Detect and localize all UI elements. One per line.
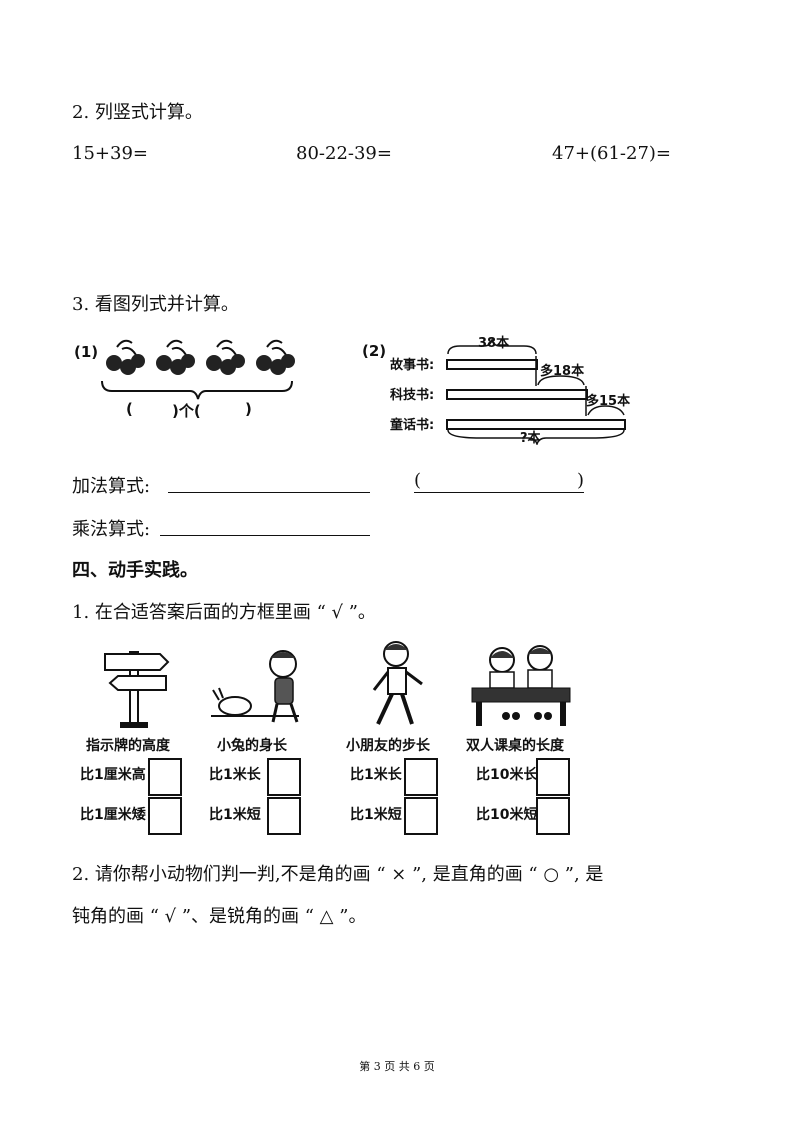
- caption-signpost: 指示牌的高度: [86, 738, 170, 754]
- q3-part1-label: (1): [74, 343, 99, 361]
- checkbox-shorter-1cm[interactable]: [148, 797, 182, 835]
- checkbox-longer-10m[interactable]: [536, 758, 570, 796]
- diff-label-15: 多15本: [586, 394, 631, 409]
- option-shorter-1m-step: 比1米短: [350, 807, 402, 823]
- cherry-icon-2: [156, 339, 195, 375]
- q2-problem-2: 80-22-39=: [296, 143, 392, 164]
- caption-rabbit: 小兔的身长: [217, 738, 287, 754]
- row-label-science: 科技书:: [390, 388, 435, 403]
- checkbox-shorter-1m-rabbit[interactable]: [267, 797, 301, 835]
- addition-answer-line[interactable]: [168, 492, 370, 493]
- checkbox-shorter-10m[interactable]: [536, 797, 570, 835]
- item-desk: 双人课桌的长度 比10米长 比10米短: [466, 640, 606, 835]
- signpost-icon: [104, 651, 170, 728]
- multiplication-label: 乘法算式:: [72, 519, 151, 540]
- q2-problem-3: 47+(61-27)=: [552, 143, 672, 164]
- q2-heading: 2. 列竖式计算。: [72, 102, 203, 123]
- diff-label-18: 多18本: [540, 364, 585, 379]
- bar-science: [446, 389, 588, 400]
- checkbox-shorter-1m-step[interactable]: [404, 797, 438, 835]
- cherries-illustration: [101, 339, 295, 400]
- row-label-story: 故事书:: [390, 358, 435, 373]
- question-label: ?本: [520, 431, 541, 446]
- unit-answer-line[interactable]: ( ): [414, 470, 584, 493]
- blank-middle: )个(: [172, 402, 201, 420]
- option-longer-10m: 比10米长: [476, 767, 538, 783]
- item-signpost: 指示牌的高度 比1厘米高 比1厘米矮: [80, 640, 200, 835]
- option-shorter-1cm: 比1厘米矮: [80, 807, 146, 823]
- q2-problem-1: 15+39=: [72, 143, 148, 164]
- option-longer-1m-step: 比1米长: [350, 767, 402, 783]
- section4-heading: 四、动手实践。: [72, 560, 198, 581]
- q4-2-line2: 钝角的画 “ √ ”、是锐角的画 “ △ ”。: [72, 906, 367, 927]
- diff-label-38: 38本: [478, 336, 510, 351]
- rabbit-and-child-icon: [211, 650, 299, 723]
- item-child-step: 小朋友的步长 比1米长 比1米短: [344, 640, 464, 835]
- checkbox-longer-1m-step[interactable]: [404, 758, 438, 796]
- blank-left-paren: (: [126, 400, 133, 418]
- checkbox-taller-1cm[interactable]: [148, 758, 182, 796]
- q4-2-line1: 2. 请你帮小动物们判一判,不是角的画 “ × ”, 是直角的画 “ ○ ”, …: [72, 864, 604, 885]
- brace-icon: [101, 380, 293, 400]
- paren-right: ): [576, 470, 584, 491]
- q3-part1-figure: (1) ( )个( ): [72, 325, 302, 430]
- option-shorter-1m-rabbit: 比1米短: [209, 807, 261, 823]
- multiplication-answer-line[interactable]: [160, 535, 370, 536]
- option-shorter-10m: 比10米短: [476, 807, 538, 823]
- caption-desk: 双人课桌的长度: [466, 738, 564, 754]
- q3-part2-figure: (2) 故事书: 科技书: 童话书: 38本 多18本 多15本 ?本: [360, 330, 650, 446]
- checkbox-longer-1m-rabbit[interactable]: [267, 758, 301, 796]
- item-rabbit: 小兔的身长 比1米长 比1米短: [205, 640, 325, 835]
- page-footer: 第 3 页 共 6 页: [359, 1060, 435, 1073]
- walking-child-icon: [372, 641, 423, 725]
- blank-right-paren: ): [245, 400, 252, 418]
- caption-child-step: 小朋友的步长: [346, 738, 430, 754]
- q4-1-heading: 1. 在合适答案后面的方框里画 “ √ ”。: [72, 602, 376, 623]
- q3-heading: 3. 看图列式并计算。: [72, 294, 239, 315]
- row-label-fairy: 童话书:: [390, 418, 435, 433]
- cherry-icon-1: [106, 339, 145, 375]
- cherry-icon-3: [206, 339, 245, 375]
- bar-story: [446, 359, 538, 370]
- addition-label: 加法算式:: [72, 476, 151, 497]
- bar-fairy: [446, 419, 626, 430]
- bar-annotations: [447, 337, 625, 445]
- q3-part2-label: (2): [362, 342, 387, 360]
- desk-with-children-icon: [471, 645, 571, 726]
- paren-left: (: [414, 470, 422, 491]
- option-taller-1cm: 比1厘米高: [80, 767, 146, 783]
- cherry-icon-4: [256, 339, 295, 375]
- option-longer-1m-rabbit: 比1米长: [209, 767, 261, 783]
